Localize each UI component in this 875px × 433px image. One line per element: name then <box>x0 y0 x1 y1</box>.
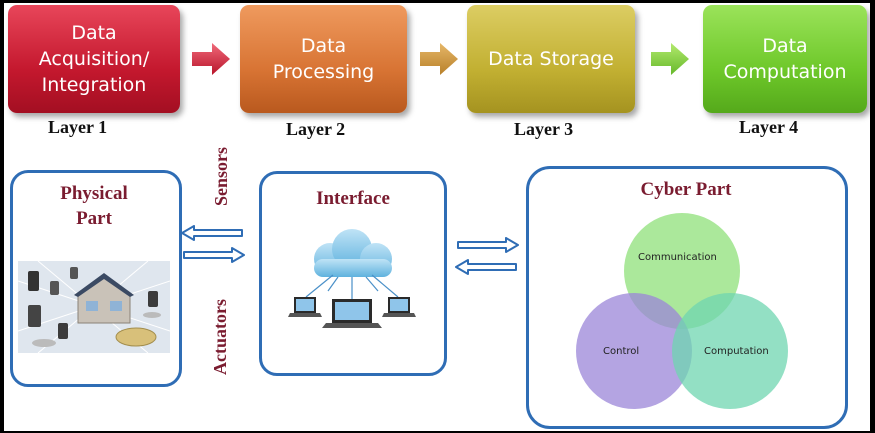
venn-label-computation: Computation <box>704 346 769 357</box>
laptop-icon <box>322 299 382 328</box>
arrow-left-icon <box>181 225 243 241</box>
actuators-label: Actuators <box>210 299 230 375</box>
layer3-line1: Data Storage <box>488 48 614 70</box>
layer4-line2: Computation <box>723 61 847 83</box>
physical-title-line2: Part <box>76 208 112 229</box>
arrow-layer1-to-2 <box>192 43 230 75</box>
layer3-box: Data Storage <box>467 5 635 113</box>
layer4-label: Layer 4 <box>739 117 799 137</box>
physical-interface-arrows <box>181 225 245 263</box>
smart-home-devices-illustration <box>18 261 170 353</box>
phone-icon <box>28 271 39 291</box>
cyber-venn-diagram <box>576 213 788 409</box>
diagram-canvas: Data Acquisition/ Integration Data Proce… <box>4 3 870 431</box>
arrow-left-icon <box>455 259 517 275</box>
physical-title-line1: Physical <box>60 183 128 204</box>
cyber-part-title: Cyber Part <box>640 179 732 200</box>
cloud-network-illustration <box>288 229 416 328</box>
layer2-line1: Data <box>300 35 347 57</box>
arrow-right-icon <box>457 237 519 253</box>
layer3-label: Layer 3 <box>514 119 574 139</box>
monitor-right-icon <box>382 297 416 317</box>
venn-circle-control <box>576 293 692 409</box>
layer2-line2: Processing <box>272 61 375 83</box>
house-roof-icon <box>74 273 134 297</box>
interface-title: Interface <box>316 188 390 209</box>
layer1-line3: Integration <box>41 74 147 96</box>
venn-label-control: Control <box>603 346 640 357</box>
arrow-right-icon <box>183 247 245 263</box>
car-icon <box>115 327 157 347</box>
layer1-line1: Data <box>71 22 117 44</box>
layer4-box: Data Computation <box>703 5 867 113</box>
layer4-line1: Data <box>762 35 808 57</box>
physical-part-title: Physical Part <box>14 181 174 231</box>
interface-cyber-arrows <box>455 237 519 275</box>
arrow-layer3-to-4 <box>651 43 689 75</box>
layer2-box: Data Processing <box>240 5 407 113</box>
venn-circle-computation <box>672 293 788 409</box>
cloud-icon <box>314 229 392 277</box>
monitor-left-icon <box>288 297 322 317</box>
layer2-label: Layer 2 <box>286 119 346 139</box>
layer1-label: Layer 1 <box>48 117 108 137</box>
layer1-box: Data Acquisition/ Integration <box>8 5 180 113</box>
sensors-label: Sensors <box>211 146 231 206</box>
venn-label-communication: Communication <box>638 252 717 263</box>
tablet-icon <box>28 305 41 327</box>
layer1-line2: Acquisition/ <box>38 48 150 70</box>
arrow-layer2-to-3 <box>420 43 458 75</box>
